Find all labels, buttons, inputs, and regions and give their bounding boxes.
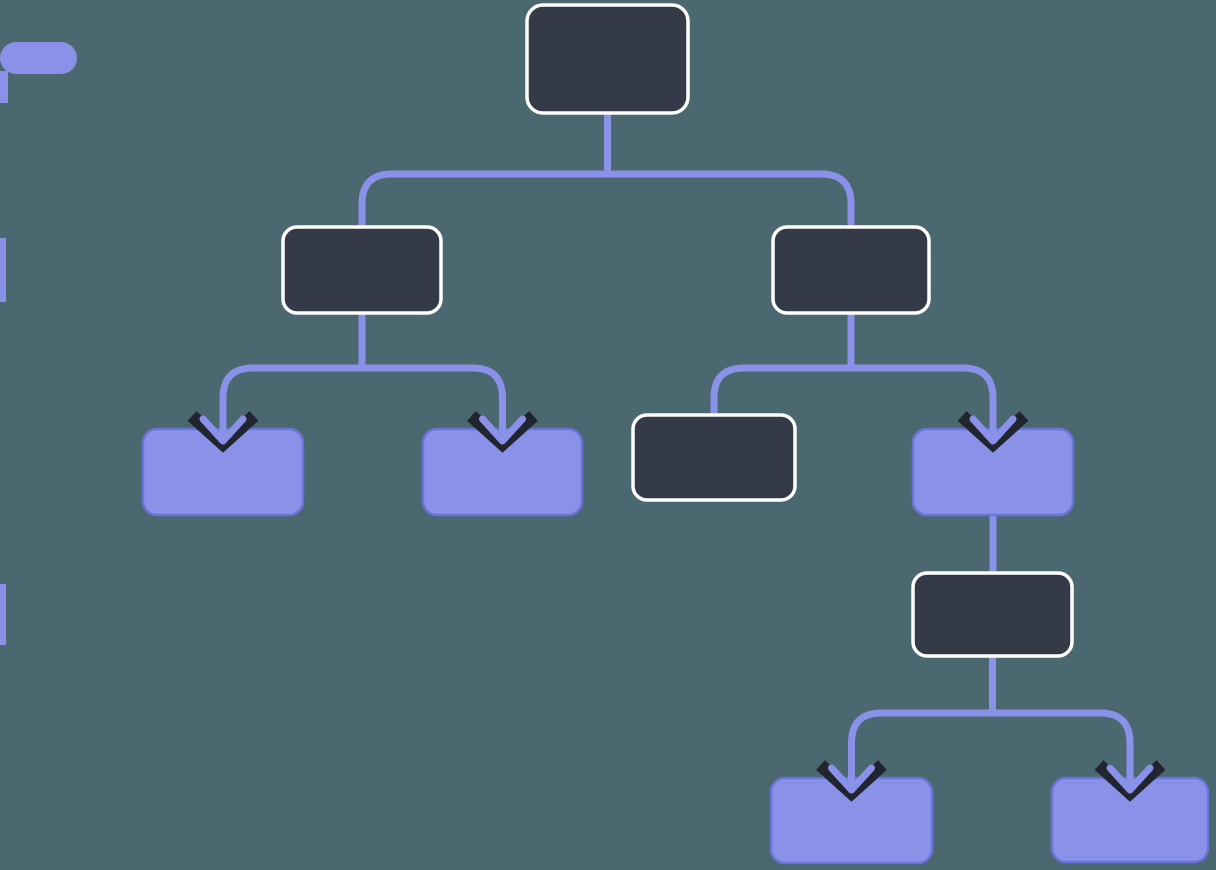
dark-leaf-node-box[interactable] [631, 413, 797, 502]
arrowhead-layer [187, 395, 1166, 802]
arrowhead-icon [199, 415, 247, 445]
connector-edge [607, 170, 855, 227]
branch-node-left-box[interactable] [281, 225, 443, 315]
connector-layer [219, 114, 1134, 790]
cursor-line-icon [0, 584, 6, 645]
root-node-box[interactable] [525, 3, 690, 115]
connector-edge [358, 170, 608, 227]
connector-edge [992, 709, 1134, 790]
arrowhead-icon [479, 415, 526, 445]
root-node[interactable] [0, 3, 690, 115]
branch-node-right-box[interactable] [771, 225, 931, 315]
arrowhead-icon [969, 415, 1017, 445]
branch-node-right[interactable] [0, 225, 931, 315]
root-icon [0, 42, 77, 74]
arrowhead-icon [1106, 764, 1154, 794]
cursor-line-icon [0, 238, 6, 302]
dark-leaf-node[interactable] [631, 413, 797, 502]
connector-edge [848, 709, 993, 790]
node-layer [0, 3, 1210, 865]
branch-node-lower-box[interactable] [911, 571, 1074, 658]
connector-edge [710, 364, 851, 415]
branch-node-lower[interactable] [0, 571, 1074, 658]
arrowhead-icon [828, 764, 875, 794]
root-icon-stem [0, 71, 8, 103]
